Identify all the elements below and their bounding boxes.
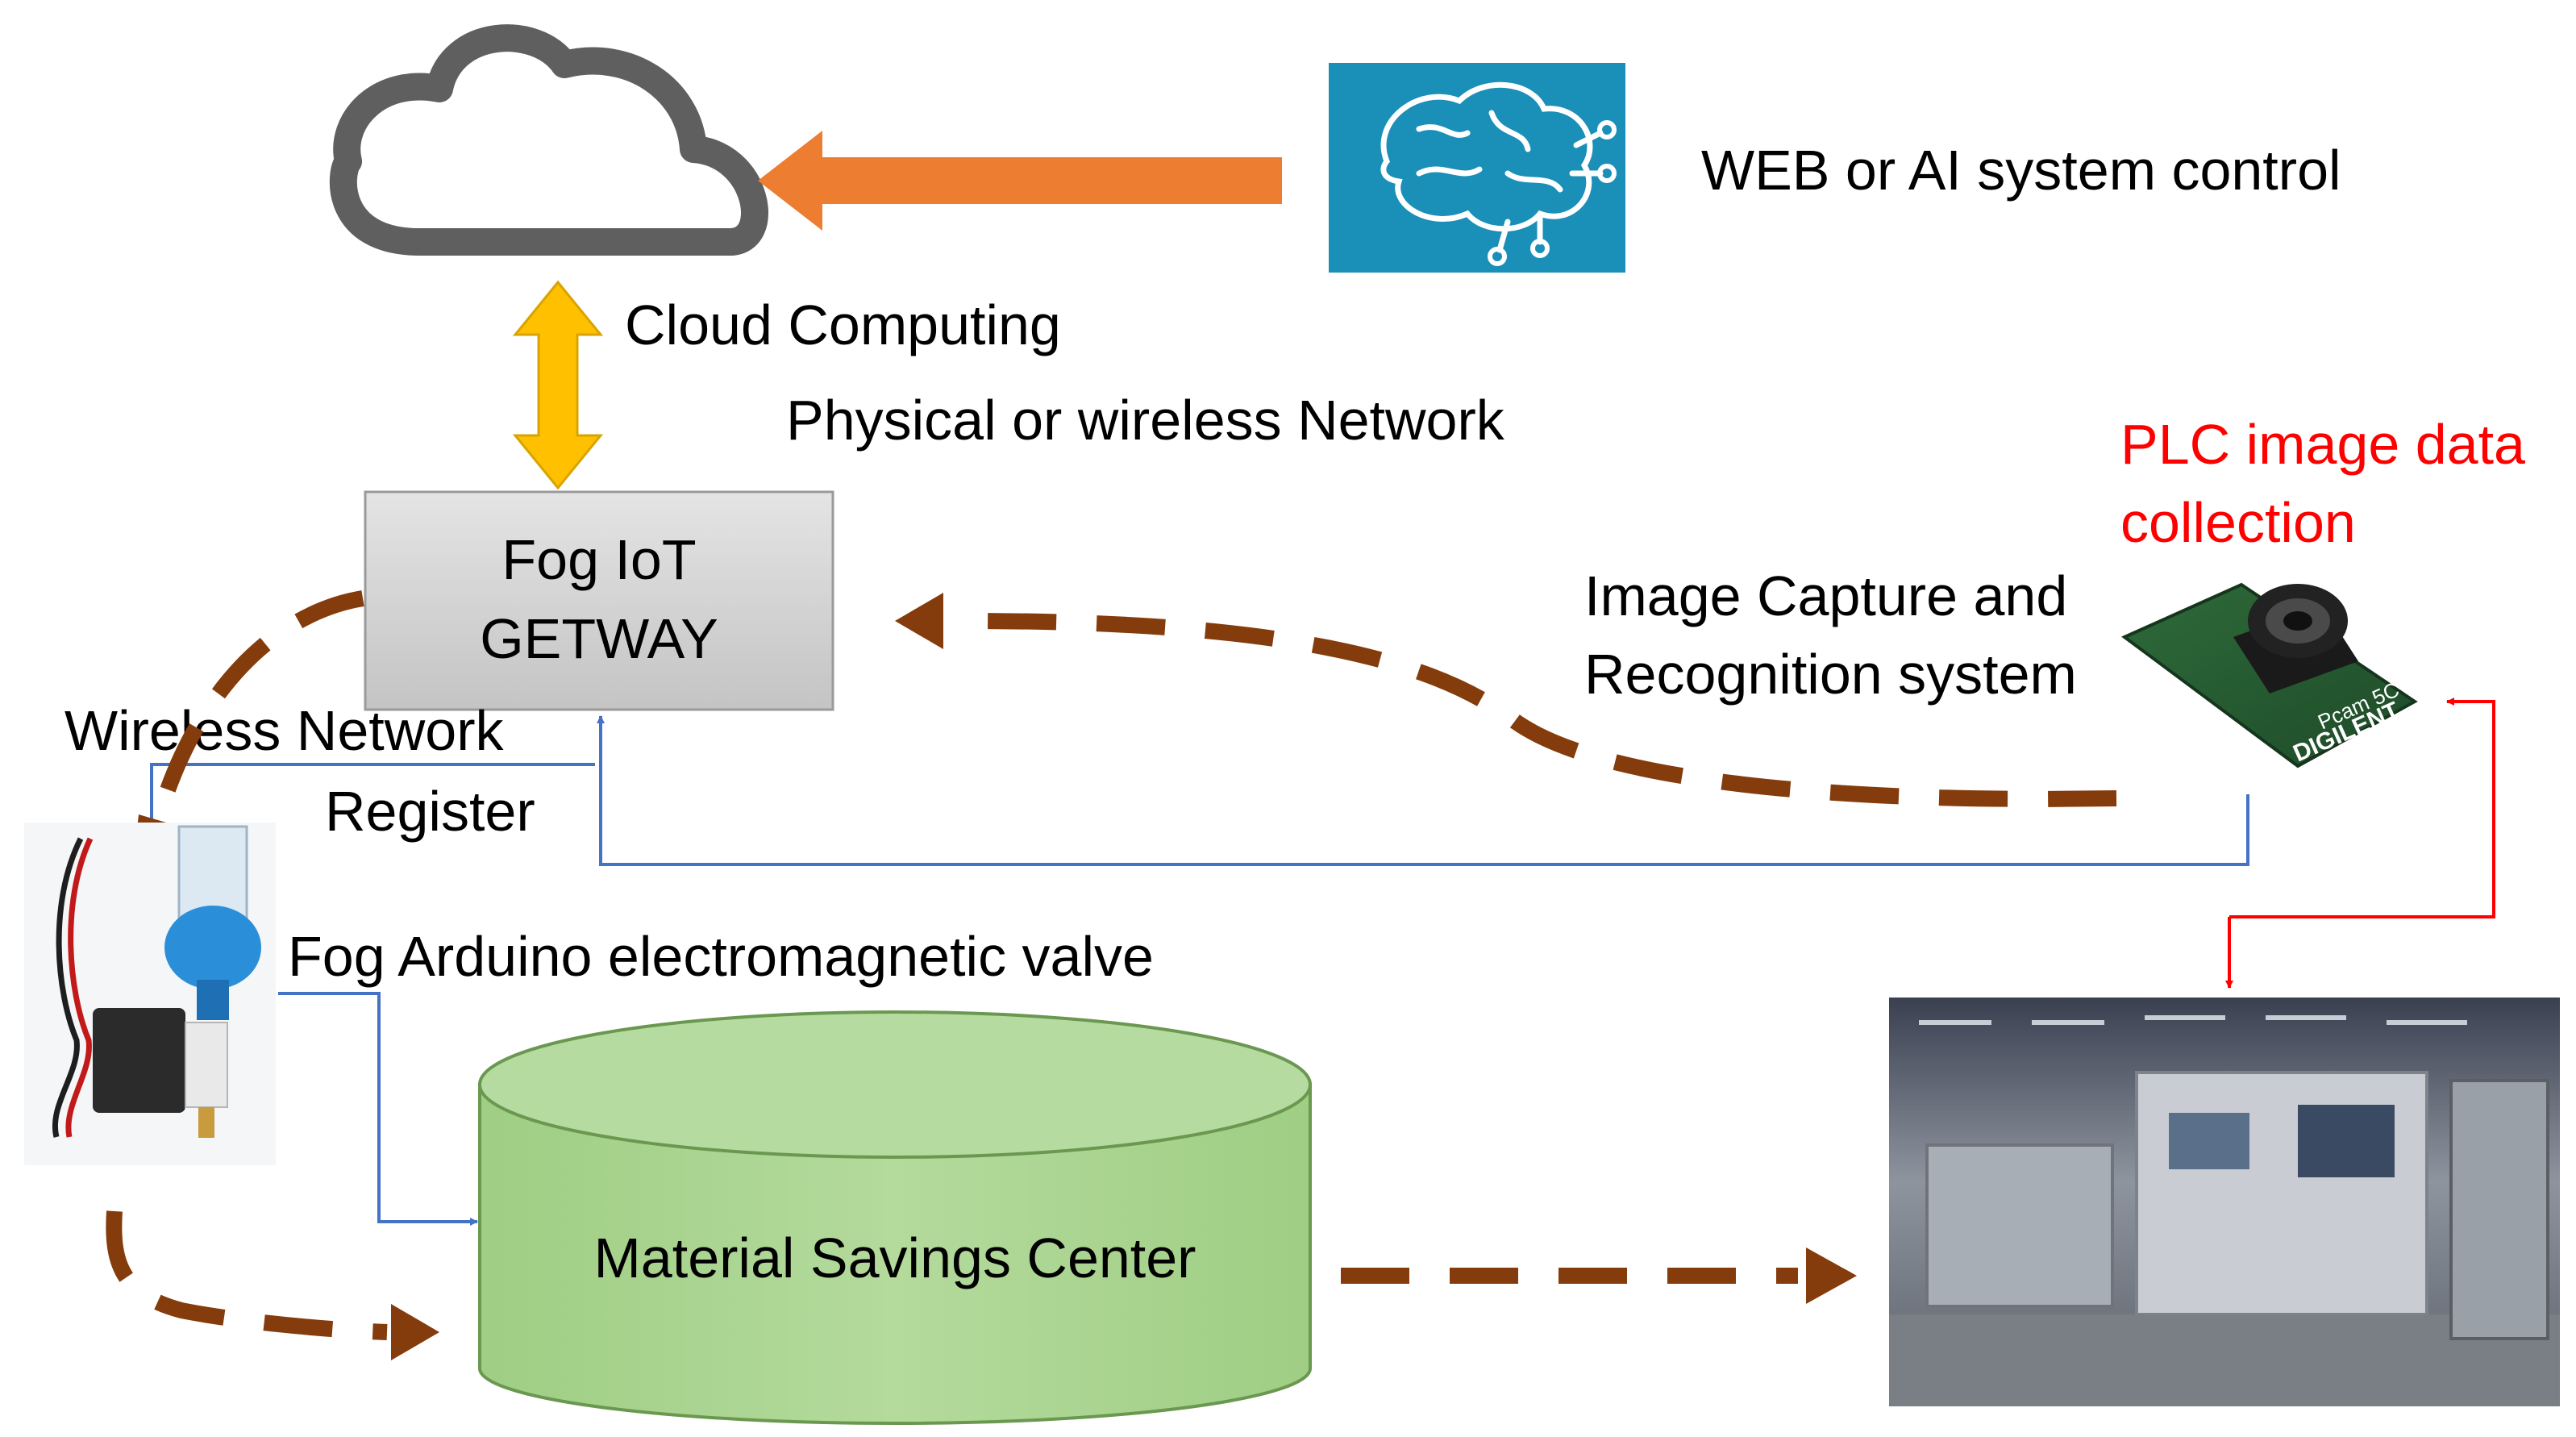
gateway-label-line2: GETWAY (480, 607, 718, 670)
camera-register-connector (597, 715, 2249, 866)
factory-photo (1889, 998, 2560, 1406)
cloud-icon (329, 24, 768, 256)
image-capture-label-line1: Image Capture and (1584, 564, 2067, 627)
savings-center-label: Material Savings Center (594, 1227, 1196, 1289)
web-ai-label: WEB or AI system control (1701, 139, 2341, 202)
valve-label: Fog Arduino electromagnetic valve (288, 925, 1154, 988)
material-savings-center: Material Savings Center (478, 1010, 1312, 1425)
fog-iot-gateway-box: Fog IoT GETWAY (364, 490, 834, 711)
network-label: Physical or wireless Network (786, 389, 1505, 452)
ai-to-cloud-arrow (758, 131, 1282, 231)
valve-to-center-flow (106, 1210, 439, 1360)
valve-to-gateway-connector (150, 763, 595, 827)
register-label: Register (325, 780, 535, 843)
cloud-gateway-arrow (512, 280, 604, 490)
valve-to-center-connector (278, 992, 478, 1226)
camera-factory-connector (2225, 698, 2495, 989)
camera-module-icon: Pcam 5C DIGILENT (2121, 582, 2418, 768)
wireless-network-label: Wireless Network (65, 699, 505, 762)
brain-circuit-icon (1329, 63, 1625, 273)
plc-label-line2: collection (2120, 491, 2356, 554)
cloud-computing-label: Cloud Computing (625, 294, 1061, 356)
image-capture-label-line2: Recognition system (1584, 643, 2077, 706)
camera-to-gateway-flow (895, 593, 2117, 807)
solenoid-valve-icon (24, 823, 276, 1165)
center-to-factory-flow (1341, 1247, 1857, 1304)
gateway-label-line1: Fog IoT (501, 528, 696, 591)
plc-label-line1: PLC image data (2120, 413, 2525, 476)
